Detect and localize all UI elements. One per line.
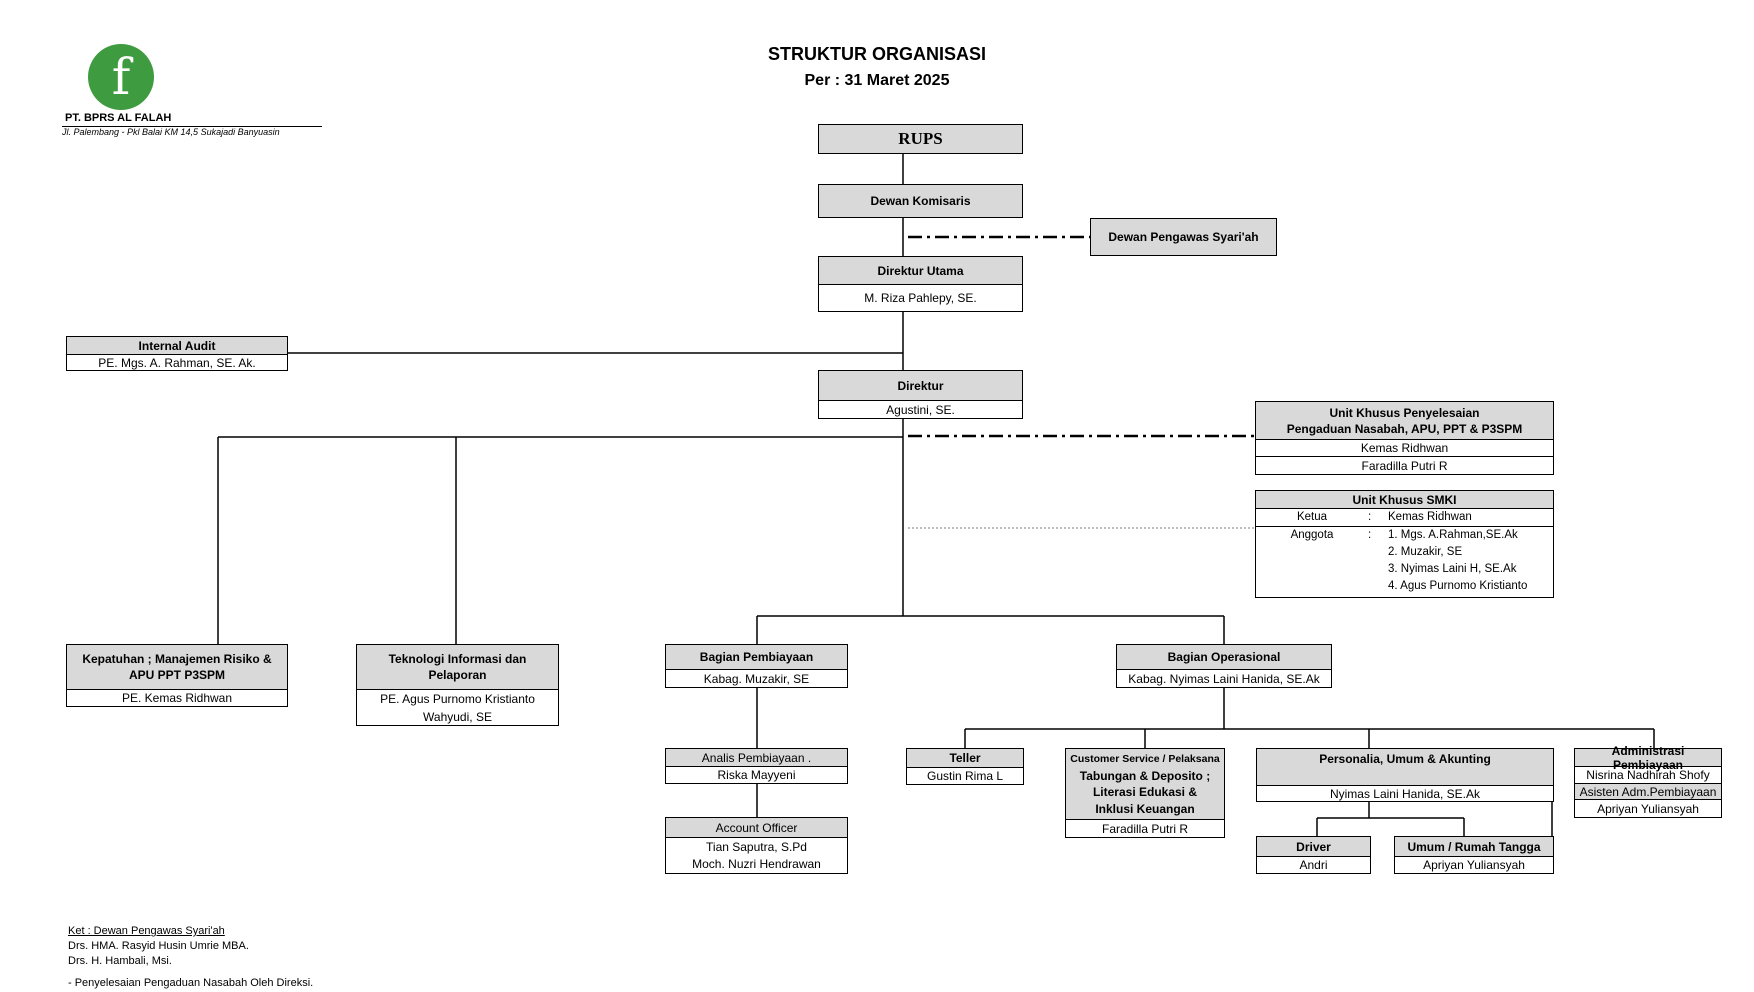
smki-anggota-label: Anggota	[1290, 529, 1334, 541]
cs-title-4: Inklusi Keuangan	[1095, 801, 1195, 816]
box-teller: Teller Gustin Rima L	[906, 748, 1024, 785]
company-name: PT. BPRS AL FALAH	[65, 112, 172, 124]
box-customer-service: Customer Service / Pelaksana Tabungan & …	[1065, 748, 1225, 838]
smki-sep-2: :	[1368, 529, 1372, 541]
ti-title-2: Pelaporan	[428, 668, 487, 682]
analis-name: Riska Mayyeni	[666, 766, 847, 783]
direktur-utama-title: Direktur Utama	[819, 257, 1022, 284]
company-address: Jl. Palembang - Pkl Balai KM 14,5 Sukaja…	[62, 127, 280, 137]
cs-title-1: Customer Service / Pelaksana	[1070, 753, 1220, 765]
operasional-name: Kabag. Nyimas Laini Hanida, SE.Ak	[1117, 669, 1331, 687]
box-bagian-pembiayaan: Bagian Pembiayaan Kabag. Muzakir, SE	[665, 644, 848, 688]
box-personalia: Personalia, Umum & Akunting Nyimas Laini…	[1256, 748, 1554, 802]
adm-name-2: Apriyan Yuliansyah	[1575, 799, 1721, 817]
unit-penyelesaian-title: Unit Khusus Penyelesaian Pengaduan Nasab…	[1256, 402, 1553, 439]
box-direktur-utama: Direktur Utama M. Riza Pahlepy, SE.	[818, 256, 1023, 312]
footnote-note: - Penyelesaian Pengaduan Nasabah Oleh Di…	[68, 977, 314, 989]
box-administrasi-pembiayaan: Administrasi Pembiayaan Nisrina Nadhirah…	[1574, 744, 1722, 818]
account-officer-name-2: Moch. Nuzri Hendrawan	[692, 857, 821, 871]
ti-title: Teknologi Informasi dan Pelaporan	[357, 645, 558, 689]
box-direktur: Direktur Agustini, SE.	[818, 370, 1023, 419]
smki-anggota-row: Anggota : 1. Mgs. A.Rahman,SE.Ak 2. Muza…	[1256, 527, 1553, 596]
smki-anggota-3: 3. Nyimas Laini H, SE.Ak	[1388, 563, 1517, 575]
kepatuhan-title-2: APU PPT P3SPM	[128, 668, 226, 682]
analis-title: Analis Pembiayaan .	[666, 749, 847, 766]
teller-name: Gustin Rima L	[907, 767, 1023, 784]
company-underline	[62, 126, 322, 127]
smki-ketua-row: Ketua : Kemas Ridhwan	[1256, 509, 1553, 527]
box-umum-rumah-tangga: Umum / Rumah Tangga Apriyan Yuliansyah	[1394, 836, 1554, 874]
box-driver: Driver Andri	[1256, 836, 1371, 874]
adm-title: Administrasi Pembiayaan	[1575, 744, 1721, 772]
unit-penyelesaian-title-2: Pengaduan Nasabah, APU, PPT & P3SPM	[1286, 421, 1523, 436]
cs-title-2: Tabungan & Deposito ;	[1079, 768, 1211, 783]
dewan-pengawas-label: Dewan Pengawas Syari'ah	[1091, 219, 1276, 255]
logo-letter: f	[111, 48, 131, 106]
ti-name-1: PE. Agus Purnomo Kristianto	[357, 689, 558, 708]
driver-name: Andri	[1257, 856, 1370, 873]
adm-sub-title: Asisten Adm.Pembiayaan	[1575, 783, 1721, 799]
personalia-name: Nyimas Laini Hanida, SE.Ak	[1257, 785, 1553, 801]
unit-penyelesaian-title-1: Unit Khusus Penyelesaian	[1329, 405, 1480, 420]
unit-smki-title: Unit Khusus SMKI	[1256, 491, 1553, 508]
unit-smki-members: Ketua : Kemas Ridhwan Anggota : 1. Mgs. …	[1256, 508, 1553, 595]
ti-name-2: Wahyudi, SE	[423, 709, 492, 724]
account-officer-name-1: Tian Saputra, S.Pd	[666, 837, 847, 855]
box-bagian-operasional: Bagian Operasional Kabag. Nyimas Laini H…	[1116, 644, 1332, 688]
cs-title-3: Literasi Edukasi &	[1092, 785, 1198, 799]
umum-name: Apriyan Yuliansyah	[1395, 856, 1553, 873]
direktur-name: Agustini, SE.	[819, 400, 1022, 418]
teller-title: Teller	[907, 749, 1023, 767]
smki-ketua-label: Ketua	[1296, 511, 1328, 523]
smki-anggota-1: 1. Mgs. A.Rahman,SE.Ak	[1388, 529, 1518, 541]
smki-ketua-name: Kemas Ridhwan	[1388, 511, 1472, 523]
footnote-line-2: Drs. H. Hambali, Msi.	[68, 955, 172, 967]
ti-title-1: Teknologi Informasi dan	[388, 652, 527, 666]
footnote-line-1: Drs. HMA. Rasyid Husin Umrie MBA.	[68, 940, 249, 952]
smki-anggota-2: 2. Muzakir, SE	[1388, 546, 1463, 558]
page-title: STRUKTUR ORGANISASI	[767, 44, 986, 64]
box-rups: RUPS	[818, 124, 1023, 154]
box-analis-pembiayaan: Analis Pembiayaan . Riska Mayyeni	[665, 748, 848, 784]
footnote-heading: Ket : Dewan Pengawas Syari'ah	[68, 925, 225, 937]
company-logo	[88, 44, 154, 110]
kepatuhan-title-1: Kepatuhan ; Manajemen Risiko &	[82, 652, 272, 666]
kepatuhan-name: PE. Kemas Ridhwan	[67, 689, 287, 706]
account-officer-title: Account Officer	[666, 818, 847, 837]
dewan-komisaris-label: Dewan Komisaris	[819, 185, 1022, 217]
umum-title: Umum / Rumah Tangga	[1395, 837, 1553, 856]
pembiayaan-name: Kabag. Muzakir, SE	[666, 669, 847, 687]
box-kepatuhan: Kepatuhan ; Manajemen Risiko & APU PPT P…	[66, 644, 288, 707]
box-dewan-pengawas: Dewan Pengawas Syari'ah	[1090, 218, 1277, 256]
box-unit-penyelesaian: Unit Khusus Penyelesaian Pengaduan Nasab…	[1255, 401, 1554, 475]
internal-audit-name: PE. Mgs. A. Rahman, SE. Ak.	[67, 354, 287, 370]
driver-title: Driver	[1257, 837, 1370, 856]
cs-title: Customer Service / Pelaksana Tabungan & …	[1066, 749, 1224, 819]
rups-label: RUPS	[819, 125, 1022, 153]
box-internal-audit: Internal Audit PE. Mgs. A. Rahman, SE. A…	[66, 336, 288, 371]
smki-sep-1: :	[1368, 511, 1372, 523]
box-unit-smki: Unit Khusus SMKI Ketua : Kemas Ridhwan A…	[1255, 490, 1554, 598]
adm-name-1: Nisrina Nadhirah Shofy	[1575, 766, 1721, 783]
page-subtitle: Per : 31 Maret 2025	[804, 72, 950, 89]
unit-penyelesaian-name-1: Kemas Ridhwan	[1256, 439, 1553, 456]
kepatuhan-title: Kepatuhan ; Manajemen Risiko & APU PPT P…	[67, 645, 287, 689]
direktur-utama-name: M. Riza Pahlepy, SE.	[819, 284, 1022, 311]
box-teknologi-informasi: Teknologi Informasi dan Pelaporan PE. Ag…	[356, 644, 559, 726]
smki-anggota-4: 4. Agus Purnomo Kristianto	[1388, 580, 1528, 592]
box-dewan-komisaris: Dewan Komisaris	[818, 184, 1023, 218]
operasional-title: Bagian Operasional	[1117, 645, 1331, 669]
pembiayaan-title: Bagian Pembiayaan	[666, 645, 847, 669]
cs-name: Faradilla Putri R	[1066, 819, 1224, 837]
direktur-title: Direktur	[819, 371, 1022, 400]
smki-anggota-list: 1. Mgs. A.Rahman,SE.Ak 2. Muzakir, SE 3.…	[1388, 527, 1553, 596]
box-account-officer: Account Officer Tian Saputra, S.Pd Moch.…	[665, 817, 848, 874]
internal-audit-title: Internal Audit	[67, 337, 287, 354]
personalia-title: Personalia, Umum & Akunting	[1257, 749, 1553, 785]
unit-penyelesaian-name-2: Faradilla Putri R	[1256, 456, 1553, 474]
